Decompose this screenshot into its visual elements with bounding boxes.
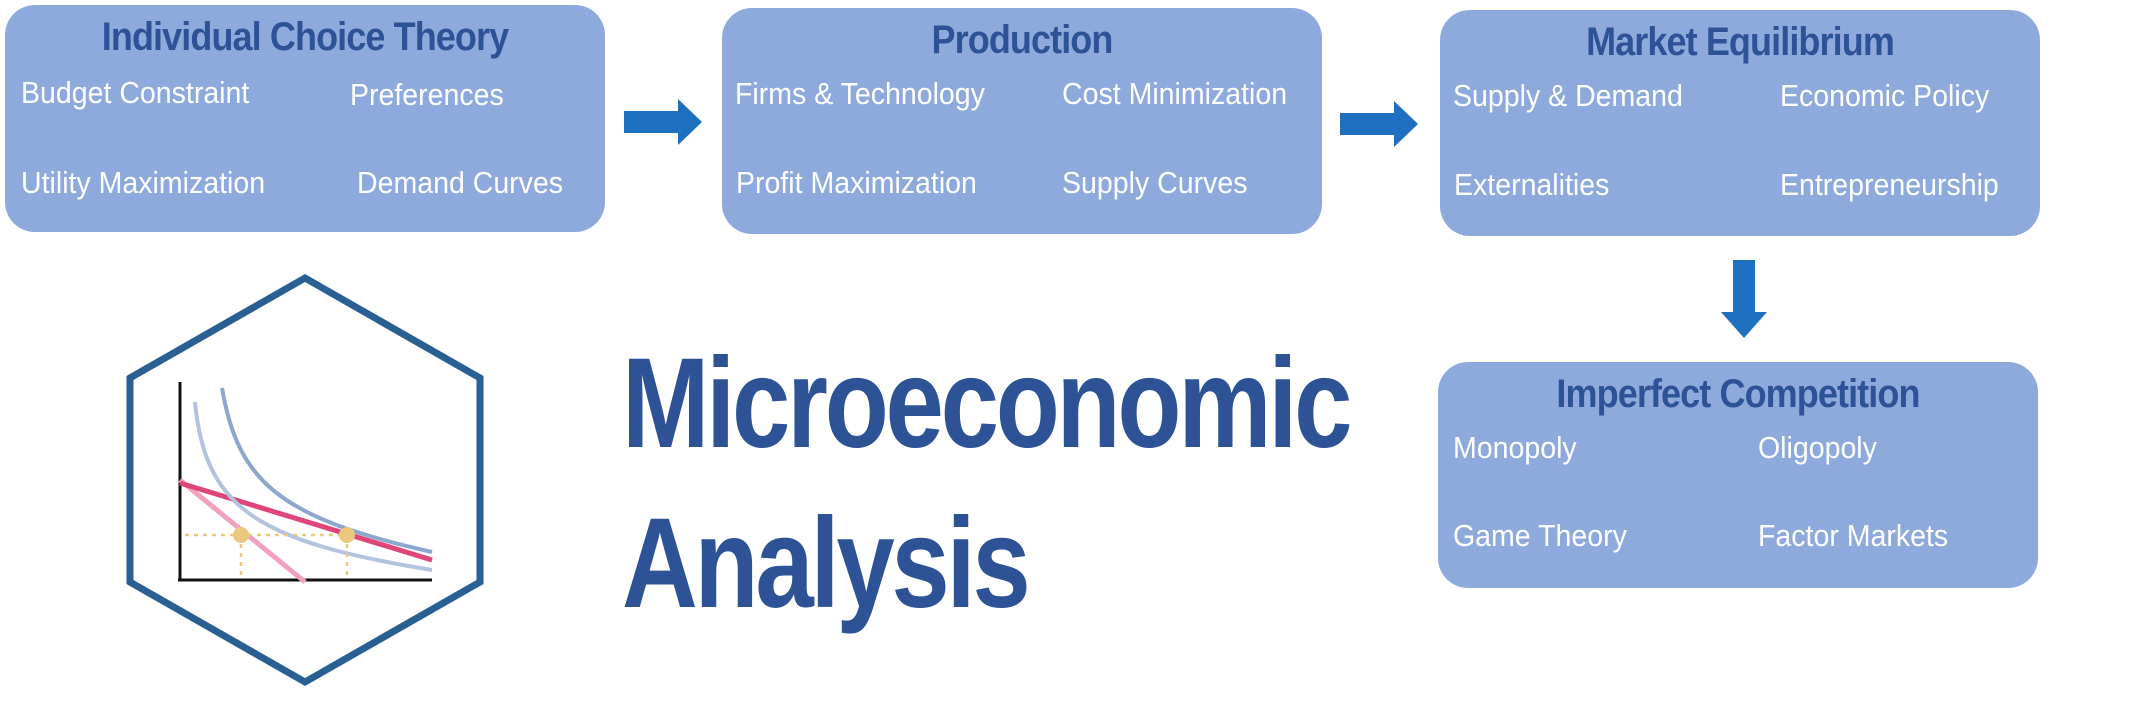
factor-markets-item: Factor Markets — [1758, 518, 1949, 553]
down-arrow-icon — [1721, 260, 1767, 338]
game-theory-item: Game Theory — [1453, 518, 1627, 553]
main-title-line2: Analysis — [622, 492, 1031, 635]
cost-minimization-item: Cost Minimization — [1062, 76, 1288, 111]
profit-maximization-item: Profit Maximization — [736, 165, 977, 200]
monopoly-item: Monopoly — [1453, 430, 1577, 465]
imperfect-competition-box: Imperfect Competition Monopoly Oligopoly… — [1438, 362, 2038, 588]
utility-maximization-item: Utility Maximization — [21, 165, 266, 200]
market-equilibrium-box: Market Equilibrium Supply & Demand Econo… — [1440, 10, 2040, 236]
right-arrow-icon — [624, 99, 702, 145]
production-title: Production — [931, 18, 1114, 62]
individual-choice-box: Individual Choice Theory Budget Constrai… — [5, 5, 605, 232]
imperfect-competition-title: Imperfect Competition — [1556, 372, 1920, 416]
firms-technology-item: Firms & Technology — [735, 76, 985, 111]
hexagon-indifference-curve-logo — [126, 273, 484, 687]
main-title-line1: Microeconomic — [622, 332, 1353, 475]
oligopoly-item: Oligopoly — [1758, 430, 1877, 465]
market-equilibrium-title: Market Equilibrium — [1586, 20, 1895, 64]
economic-policy-item: Economic Policy — [1780, 78, 1990, 113]
budget-constraint-item: Budget Constraint — [21, 75, 250, 110]
individual-choice-title: Individual Choice Theory — [101, 15, 509, 59]
production-box: Production Firms & Technology Cost Minim… — [722, 8, 1322, 234]
supply-curves-item: Supply Curves — [1062, 165, 1248, 200]
right-arrow-icon — [1340, 101, 1418, 147]
entrepreneurship-item: Entrepreneurship — [1780, 167, 1999, 202]
externalities-item: Externalities — [1454, 167, 1610, 202]
demand-curves-item: Demand Curves — [357, 165, 564, 200]
supply-demand-item: Supply & Demand — [1453, 78, 1683, 113]
preferences-item: Preferences — [350, 77, 504, 112]
